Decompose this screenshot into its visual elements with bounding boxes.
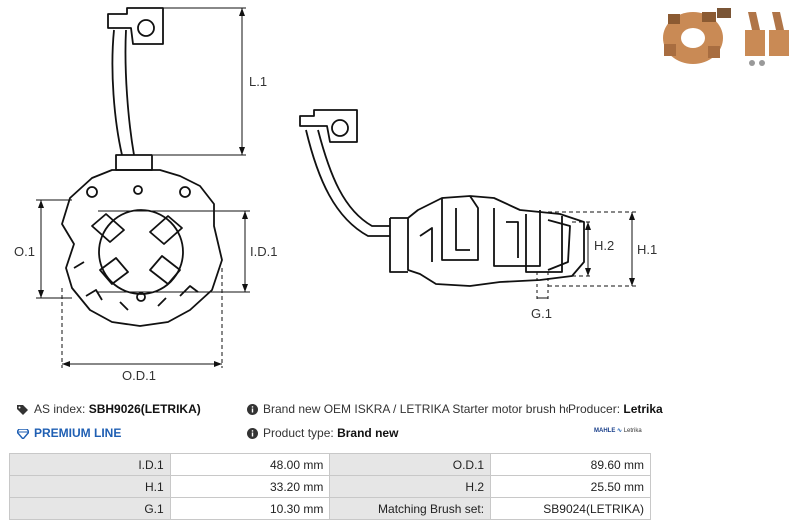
table-row: I.D.1 48.00 mm O.D.1 89.60 mm xyxy=(9,453,651,476)
front-brush-pocket-4 xyxy=(149,255,181,285)
mahle-letrika-logo: MAHLE ∿ Letrika xyxy=(594,428,642,434)
side-brush-box-1 xyxy=(441,195,479,261)
product-photo xyxy=(663,8,789,66)
front-brush-pocket-3 xyxy=(99,257,129,285)
label-od1: O.D.1 xyxy=(122,368,156,383)
side-brush-box-2 xyxy=(493,208,541,267)
spec-value: 33.20 mm xyxy=(169,475,331,498)
spec-value: 10.30 mm xyxy=(169,497,331,520)
front-terminal-hole xyxy=(137,19,155,37)
front-rivet-bottom xyxy=(136,292,146,302)
producer: Producer: Letrika xyxy=(568,402,663,416)
table-row: G.1 10.30 mm Matching Brush set: SB9024(… xyxy=(9,497,651,520)
spec-label: O.D.1 xyxy=(329,453,492,476)
front-wire xyxy=(111,29,135,156)
logo-mahle-text: MAHLE xyxy=(594,428,616,434)
side-terminal-hole xyxy=(331,119,349,137)
product-type: Product type: Brand new xyxy=(247,426,398,440)
side-holder-plate xyxy=(389,218,408,273)
dim-id1-line xyxy=(98,210,250,293)
spec-value: 48.00 mm xyxy=(169,453,331,476)
label-h1: H.1 xyxy=(637,242,657,257)
side-holder-body xyxy=(390,195,585,287)
label-g1: G.1 xyxy=(531,306,552,321)
side-terminal xyxy=(299,109,358,143)
side-wire xyxy=(305,129,390,237)
as-index-label: AS index: xyxy=(34,402,86,416)
description: Brand new OEM ISKRA / LETRIKA Starter mo… xyxy=(247,402,592,416)
front-brush-pocket-1 xyxy=(91,213,125,243)
dim-l1-line xyxy=(153,7,246,156)
side-brush-box-3 xyxy=(525,214,563,273)
spec-label: G.1 xyxy=(9,497,171,520)
logo-letrika-text: Letrika xyxy=(623,428,642,434)
spec-table: I.D.1 48.00 mm O.D.1 89.60 mm H.1 33.20 … xyxy=(9,453,651,520)
label-l1: L.1 xyxy=(249,74,267,89)
diamond-icon xyxy=(17,428,29,439)
front-rivet-top xyxy=(133,185,143,195)
product-type-value: Brand new xyxy=(337,426,399,440)
side-brush-details xyxy=(419,208,571,271)
tags-icon xyxy=(17,404,28,415)
info-icon xyxy=(247,428,258,440)
producer-value: Letrika xyxy=(623,402,663,416)
spec-label: H.2 xyxy=(329,475,492,498)
front-mount-hole-right xyxy=(179,186,191,198)
dim-h1-line xyxy=(548,211,636,287)
front-spring-lugs xyxy=(73,261,199,311)
dim-o1-line xyxy=(36,199,72,299)
info-icon xyxy=(247,404,258,416)
dim-od1-line xyxy=(61,268,223,368)
front-inner-bore xyxy=(98,209,184,295)
premium-line: PREMIUM LINE xyxy=(17,426,121,440)
technical-drawing: L.1 O.1 I.D.1 O.D.1 H.2 H.1 G.1 xyxy=(14,7,789,383)
dim-h2-line xyxy=(572,221,592,277)
label-o1: O.1 xyxy=(14,244,35,259)
spec-value: 25.50 mm xyxy=(490,475,651,498)
front-terminal xyxy=(107,7,164,45)
spec-label: H.1 xyxy=(9,475,171,498)
spec-label: Matching Brush set: xyxy=(329,497,492,520)
product-type-label: Product type: xyxy=(263,426,334,440)
dim-g1-line xyxy=(536,272,549,302)
front-mount-hole-left xyxy=(86,186,98,198)
premium-line-label: PREMIUM LINE xyxy=(34,426,122,440)
spec-value: 89.60 mm xyxy=(490,453,651,476)
table-row: H.1 33.20 mm H.2 25.50 mm xyxy=(9,475,651,498)
front-holder-outline xyxy=(61,169,223,327)
label-h2: H.2 xyxy=(594,238,614,253)
spec-label: I.D.1 xyxy=(9,453,171,476)
as-index: AS index: SBH9026(LETRIKA) xyxy=(17,402,201,416)
label-id1: I.D.1 xyxy=(250,244,277,259)
as-index-value: SBH9026(LETRIKA) xyxy=(88,402,201,416)
spec-value: SB9024(LETRIKA) xyxy=(490,497,651,520)
front-wire-crimp xyxy=(115,154,153,171)
producer-label: Producer: xyxy=(568,402,621,416)
description-text: Brand new OEM ISKRA / LETRIKA Starter mo… xyxy=(263,402,593,416)
front-brush-pocket-2 xyxy=(149,215,183,245)
